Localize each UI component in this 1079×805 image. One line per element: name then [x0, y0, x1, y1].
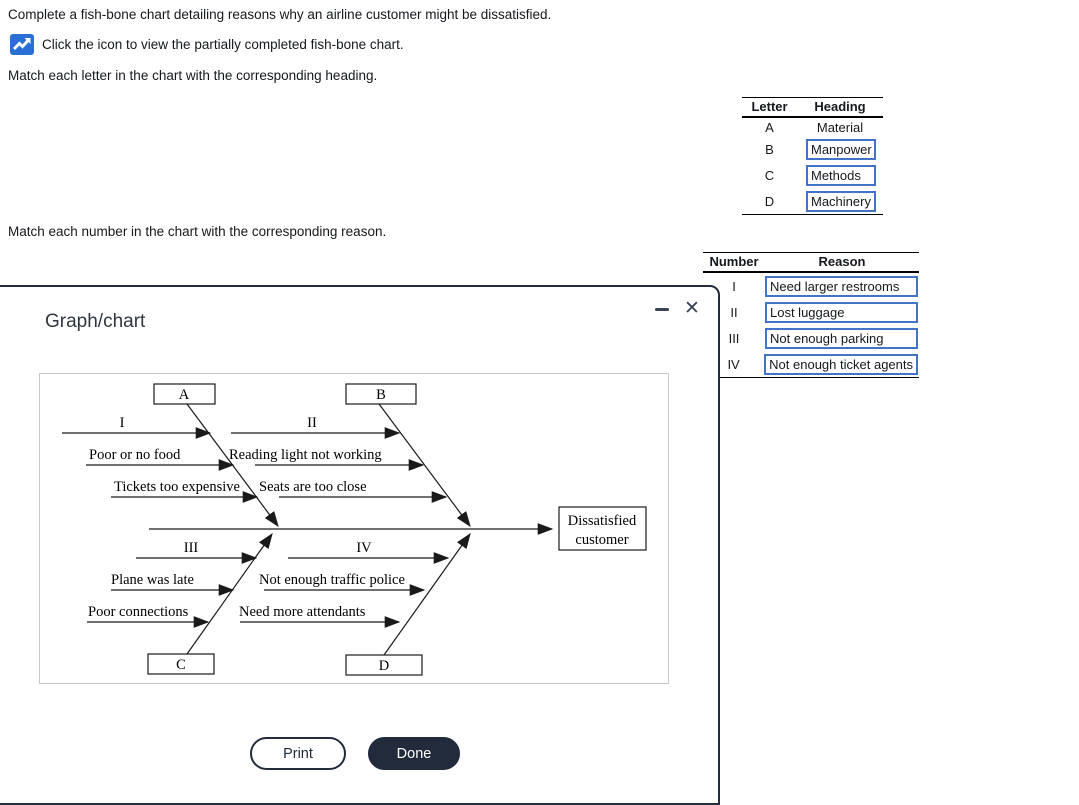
heading-b-answer-box[interactable]: Manpower: [806, 138, 876, 160]
effect-label-line1: Dissatisfied: [568, 513, 637, 529]
table-row: C Methods: [742, 162, 883, 188]
category-c-letter: C: [176, 657, 186, 673]
number-header: Number: [709, 254, 759, 269]
reason-ii-cell: Lost luggage: [765, 301, 919, 323]
table-row: II Lost luggage: [703, 299, 919, 325]
heading-b-cell: Manpower: [797, 138, 883, 160]
number-iii-label: III: [728, 330, 740, 346]
effect-box: [558, 506, 647, 551]
letter-a-label: A: [765, 119, 774, 135]
table-row: III Not enough parking: [703, 325, 919, 351]
heading-a-value: Material: [816, 119, 864, 135]
table-row: IV Not enough ticket agents: [703, 351, 919, 377]
reason-iv-cell: Not enough ticket agents: [764, 353, 919, 375]
letter-b-label: B: [765, 141, 774, 157]
heading-d-cell: Machinery: [797, 190, 883, 212]
table-row: A Material: [742, 118, 883, 136]
numeral-iii: III: [184, 540, 199, 556]
bone-b: [378, 403, 471, 528]
cause-d2: Need more attendants: [239, 604, 366, 620]
done-button[interactable]: Done: [368, 737, 460, 770]
table-row: B Manpower: [742, 136, 883, 162]
numeral-iv: IV: [356, 540, 372, 556]
effect-label-line2: customer: [575, 532, 628, 548]
reason-i-cell: Need larger restrooms: [765, 275, 919, 297]
number-ii-label: II: [730, 304, 738, 320]
letter-header: Letter: [751, 99, 788, 114]
bone-d: [383, 532, 471, 656]
reason-iii-answer-box[interactable]: Not enough parking: [765, 327, 918, 349]
instruction-match-letter: Match each letter in the chart with the …: [8, 68, 378, 83]
fishbone-diagram: Dissatisfied customer A B C D I Poor or …: [62, 383, 647, 676]
category-box-b: [345, 383, 417, 405]
heading-c-cell: Methods: [797, 164, 883, 186]
number-iv-label: IV: [727, 356, 740, 372]
modal-title: Graph/chart: [45, 311, 146, 332]
instruction-match-number: Match each number in the chart with the …: [8, 224, 387, 239]
heading-header: Heading: [814, 99, 866, 114]
table-row: D Machinery: [742, 188, 883, 214]
reason-i-answer-box[interactable]: Need larger restrooms: [765, 275, 918, 297]
category-d-letter: D: [379, 658, 389, 674]
bone-c: [186, 532, 273, 655]
reason-iii-cell: Not enough parking: [765, 327, 919, 349]
fishbone-diagram-frame: Dissatisfied customer A B C D I Poor or …: [39, 373, 669, 684]
cause-b2: Seats are too close: [259, 479, 367, 495]
heading-c-answer-box[interactable]: Methods: [806, 164, 876, 186]
instruction-complete-chart: Complete a fish-bone chart detailing rea…: [8, 7, 552, 22]
letter-c-label: C: [764, 167, 775, 183]
reason-ii-answer-box[interactable]: Lost luggage: [765, 301, 918, 323]
heading-d-answer-box[interactable]: Machinery: [806, 190, 876, 212]
reason-iv-answer-box[interactable]: Not enough ticket agents: [764, 353, 918, 375]
letter-d-label: D: [764, 193, 775, 209]
number-table-header: Number Reason: [703, 253, 919, 273]
category-a-letter: A: [179, 387, 190, 403]
category-box-c: [147, 653, 215, 675]
number-i-label: I: [732, 278, 736, 294]
cause-c2: Poor connections: [88, 604, 189, 620]
table-row: I Need larger restrooms: [703, 273, 919, 299]
reason-header: Reason: [818, 254, 866, 269]
category-box-a: [153, 383, 216, 405]
cause-c1: Plane was late: [111, 572, 194, 588]
numeral-ii: II: [307, 415, 317, 431]
minimize-icon[interactable]: [655, 308, 669, 311]
icon-instruction-label: Click the icon to view the partially com…: [42, 37, 404, 52]
line-chart-icon[interactable]: [10, 34, 34, 55]
graph-chart-modal: Graph/chart ✕ Dissatisfied customer A B …: [0, 285, 720, 805]
view-chart-row: Click the icon to view the partially com…: [10, 34, 404, 55]
number-reason-table: Number Reason I Need larger restrooms II…: [703, 252, 919, 378]
cause-d1: Not enough traffic police: [259, 572, 405, 588]
cause-a2: Tickets too expensive: [114, 479, 240, 495]
close-icon[interactable]: ✕: [684, 298, 700, 319]
numeral-i: I: [120, 415, 125, 431]
cause-a1: Poor or no food: [89, 447, 181, 463]
print-button[interactable]: Print: [250, 737, 346, 770]
letter-heading-table: Letter Heading A Material B Manpower C M…: [742, 97, 883, 215]
cause-b1: Reading light not working: [229, 447, 382, 463]
category-b-letter: B: [376, 387, 386, 403]
letter-table-header: Letter Heading: [742, 98, 883, 118]
